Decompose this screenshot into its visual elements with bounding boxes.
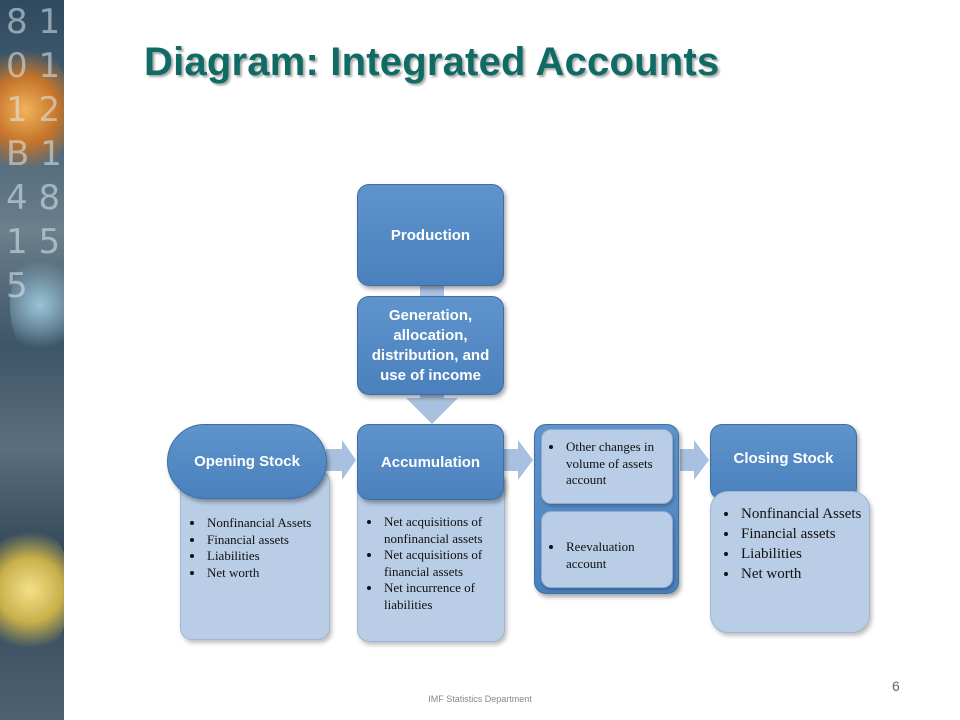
closing-stock-box: Closing Stock — [710, 424, 857, 500]
opening-stock-label: Opening Stock — [194, 453, 300, 470]
other-changes-volume-box: Other changes in volume of assets accoun… — [541, 429, 673, 504]
accumulation-label: Accumulation — [380, 453, 481, 471]
decorative-glow — [10, 250, 64, 360]
arrow-other-changes-to-closing — [680, 440, 709, 480]
list-item: Liabilities — [205, 548, 323, 565]
list-item: Net worth — [739, 564, 863, 584]
production-box: Production — [357, 184, 504, 286]
list-item: Net acquisitions of nonfinancial assets — [382, 514, 500, 547]
reevaluation-box: Reevaluation account — [541, 511, 673, 588]
income-box: Generation, allocation, distribution, an… — [357, 296, 504, 395]
list-item: Net incurrence of liabilities — [382, 580, 500, 613]
page-number: 6 — [892, 678, 900, 694]
opening-stock-box: Opening Stock — [167, 424, 327, 499]
decorative-side-strip: 8 1 0 1 1 2 B 1 4 8 1 5 5 — [0, 0, 64, 720]
arrow-opening-to-accumulation — [326, 440, 356, 480]
income-label: Generation, allocation, distribution, an… — [371, 306, 490, 384]
list-item: Financial assets — [739, 524, 863, 544]
down-arrow-head — [406, 398, 458, 424]
closing-stock-label: Closing Stock — [733, 449, 834, 467]
list-item: Net worth — [205, 565, 323, 582]
list-item: Nonfinancial Assets — [205, 515, 323, 532]
accumulation-box: Accumulation — [357, 424, 504, 500]
arrow-accumulation-to-other-changes — [502, 440, 533, 480]
list-item: Net acquisitions of financial assets — [382, 547, 500, 580]
production-label: Production — [390, 226, 471, 244]
decorative-digits: 8 1 0 1 1 2 B 1 4 8 1 5 5 — [6, 2, 62, 306]
list-item: Liabilities — [739, 544, 863, 564]
list-item: Nonfinancial Assets — [739, 504, 863, 524]
closing-stock-list: Nonfinancial Assets Financial assets Lia… — [721, 504, 863, 584]
reevaluation-list: Reevaluation account — [546, 539, 668, 572]
closing-stock-panel: Nonfinancial Assets Financial assets Lia… — [710, 491, 870, 633]
list-item: Other changes in volume of assets accoun… — [564, 439, 668, 489]
accumulation-list: Net acquisitions of nonfinancial assets … — [364, 514, 500, 613]
list-item: Reevaluation account — [564, 539, 668, 572]
decorative-glow — [0, 40, 64, 180]
decorative-glow — [0, 520, 64, 660]
slide-title: Diagram: Integrated Accounts — [144, 40, 720, 84]
slide-footer: IMF Statistics Department — [428, 694, 532, 704]
list-item: Financial assets — [205, 532, 323, 549]
opening-stock-list: Nonfinancial Assets Financial assets Lia… — [187, 515, 323, 581]
other-changes-volume-list: Other changes in volume of assets accoun… — [546, 439, 668, 489]
